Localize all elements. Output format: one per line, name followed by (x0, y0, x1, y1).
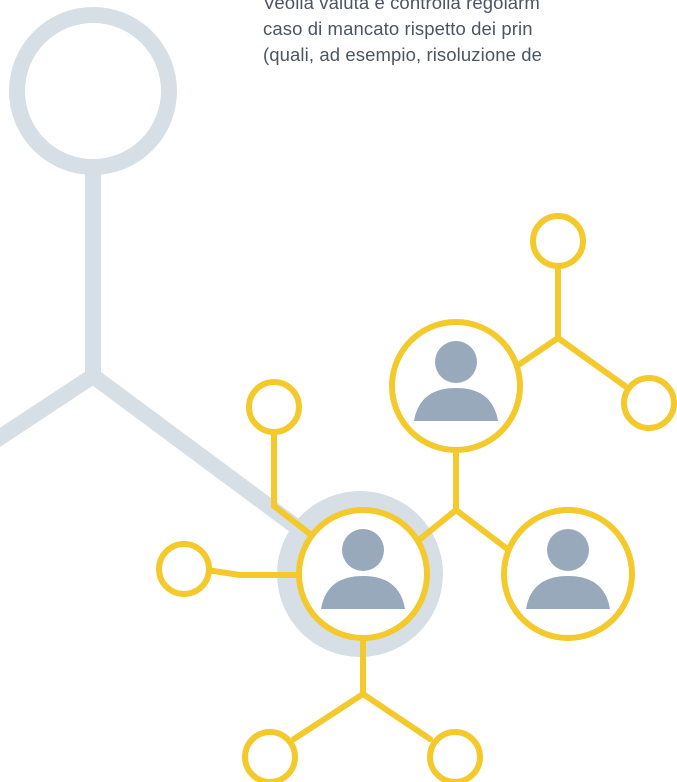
node-circle-left-top (246, 379, 302, 435)
paragraph-line-2: caso di mancato rispetto dei prin (263, 18, 533, 39)
node-circle-top (530, 213, 586, 269)
person-node-right (501, 507, 635, 641)
link-upper-to-right-node (555, 335, 628, 389)
link-bottom-junction-to-left-node (291, 691, 366, 742)
node-circle-left (156, 541, 212, 597)
link-left-junction-to-left-node (204, 567, 243, 578)
gray-left-branch (0, 368, 101, 447)
person-node-center (296, 507, 430, 641)
person-icon-head (547, 529, 589, 571)
person-icon-head (435, 341, 477, 383)
yellow-connections (204, 265, 628, 742)
link-bottom-junction-to-right-node (360, 691, 433, 742)
person-icon (414, 388, 498, 421)
link-junction-to-center-person (411, 507, 459, 547)
person-icon (321, 576, 405, 609)
person-icon-head (342, 529, 384, 571)
person-icon (526, 576, 610, 609)
paragraph-line-3: (quali, ad esempio, risoluzione de (263, 44, 543, 65)
link-left-node-to-center (271, 503, 313, 537)
body-paragraph: Veolia valuta e controlla regolarm caso … (263, 0, 677, 68)
node-circle-bottom-left (242, 729, 298, 782)
link-junction-to-right-person (453, 507, 509, 551)
gray-top-ring (9, 7, 177, 175)
paragraph-line-1: Veolia valuta e controlla regolarm (263, 0, 540, 13)
yellow-nodes (156, 213, 677, 782)
person-node-upper (389, 319, 523, 453)
node-circle-bottom-right (427, 729, 483, 782)
node-circle-right (621, 375, 677, 431)
